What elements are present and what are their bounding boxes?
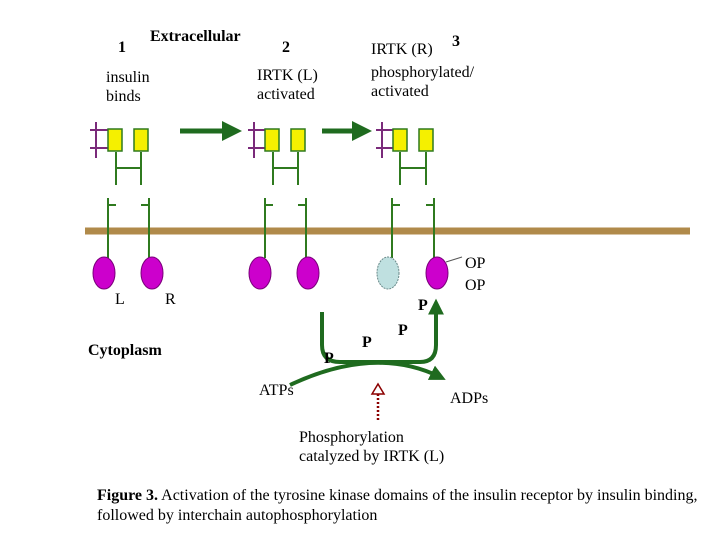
- kinase-domain-1l: [92, 256, 116, 290]
- extracellular-label: Extracellular: [150, 28, 241, 45]
- kinase-domain-2r: [296, 256, 320, 290]
- phosphate-label-low: P: [324, 350, 334, 367]
- binding-domain-3l: [392, 128, 408, 152]
- phosphate-label-center: P: [362, 334, 372, 351]
- receptor-3: [391, 152, 435, 258]
- atp-label: ATPs: [259, 382, 294, 399]
- insulin-molecule-1: [90, 122, 110, 158]
- stage-2-number: 2: [282, 39, 290, 56]
- figure-caption: Figure 3. Activation of the tyrosine kin…: [97, 486, 707, 526]
- stage-1-title: insulin binds: [106, 69, 150, 105]
- caption-text: Activation of the tyrosine kinase domain…: [97, 487, 698, 524]
- kinase-domain-3l: [376, 256, 400, 290]
- receptor-1: [107, 152, 150, 258]
- cytoplasm-label: Cytoplasm: [88, 342, 162, 359]
- stage-1-number: 1: [118, 39, 126, 56]
- binding-domain-2l: [264, 128, 280, 152]
- binding-domain-1r: [133, 128, 149, 152]
- op-connector: [445, 256, 463, 263]
- stage-2-title: IRTK (L) activated: [257, 67, 318, 103]
- op-label-1: OP: [465, 255, 486, 272]
- chain-label-right: R: [165, 291, 176, 308]
- adp-label: ADPs: [450, 390, 489, 407]
- binding-domain-3r: [418, 128, 434, 152]
- op-label-2: OP: [465, 277, 486, 294]
- phosphate-label-curve: P: [398, 322, 408, 339]
- kinase-domain-1r: [140, 256, 164, 290]
- kinase-domain-3r-phosphorylated: [425, 256, 449, 290]
- stage-3-title: IRTK (R): [371, 41, 433, 58]
- figure-label: Figure 3.: [97, 487, 159, 504]
- binding-domain-1l: [107, 128, 123, 152]
- catalysis-note: Phosphorylation catalyzed by IRTK (L): [299, 429, 445, 465]
- phosphate-label-arrow: P: [418, 297, 428, 314]
- chain-label-left: L: [115, 291, 125, 308]
- stage-3-number: 3: [452, 33, 460, 50]
- insulin-molecule-3: [376, 122, 394, 158]
- stage-3-subtitle: phosphorylated/ activated: [371, 64, 475, 100]
- insulin-molecule-2: [248, 122, 267, 158]
- atp-to-adp-arrow: [289, 360, 446, 387]
- receptor-2: [264, 152, 307, 258]
- kinase-domain-2l: [248, 256, 272, 290]
- catalysis-arrowhead: [370, 382, 386, 395]
- binding-domain-2r: [290, 128, 306, 152]
